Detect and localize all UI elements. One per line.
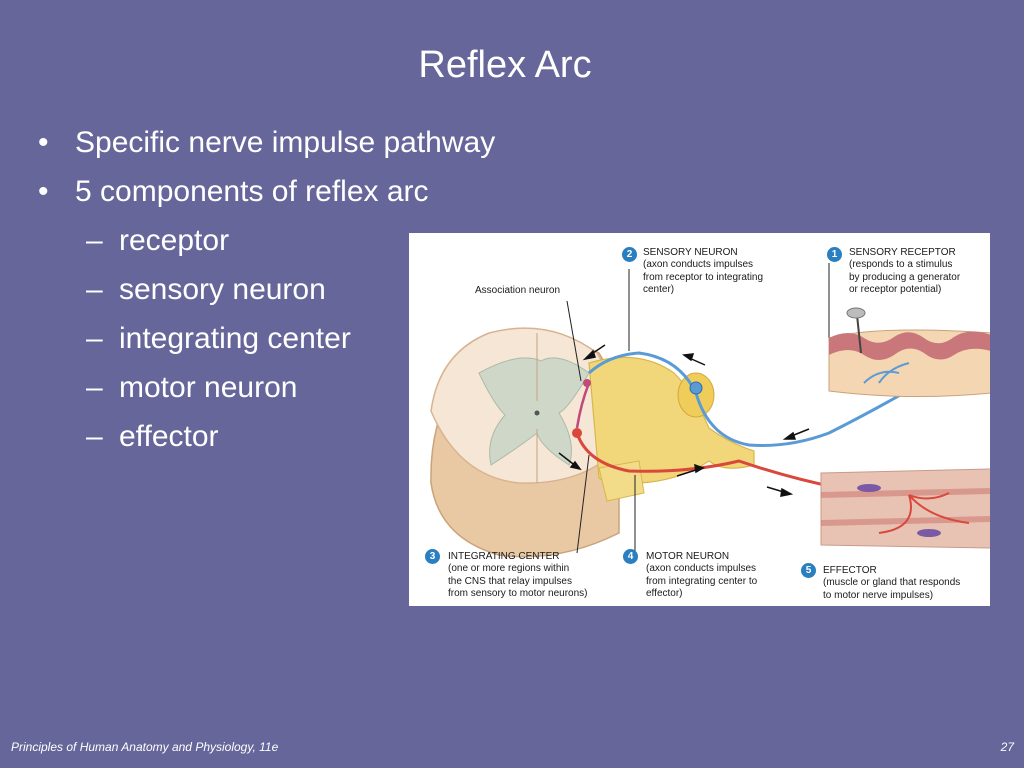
sub-bullet-text: integrating center xyxy=(119,322,351,355)
sensory-cell-body xyxy=(689,381,703,395)
ventral-root xyxy=(598,460,645,502)
bullet-item: •5 components of reflex arc xyxy=(38,175,429,208)
callout-sensory-neuron: SENSORY NEURON (axon conducts impulses f… xyxy=(643,247,764,296)
sub-bullet-item: –receptor xyxy=(86,224,230,257)
callout-number-1: 1 xyxy=(827,247,842,262)
sub-bullet-item: –sensory neuron xyxy=(86,273,326,306)
bullet-item: •Specific nerve impulse pathway xyxy=(38,126,496,159)
bullet-text: Specific nerve impulse pathway xyxy=(75,126,496,159)
sub-bullet-item: –integrating center xyxy=(86,322,351,355)
sub-bullet-text: sensory neuron xyxy=(119,273,326,306)
pin-head xyxy=(846,307,866,319)
receptor-endings xyxy=(863,362,910,384)
sub-bullet-text: effector xyxy=(119,420,219,453)
callout-number-4: 4 xyxy=(623,549,638,564)
callout-number-3: 3 xyxy=(425,549,440,564)
callout-motor-neuron: MOTOR NEURON (axon conducts impulses fro… xyxy=(646,551,758,600)
reflex-arc-illustration xyxy=(430,263,990,558)
epidermis xyxy=(829,331,990,360)
bullet-text: 5 components of reflex arc xyxy=(75,175,429,208)
slide-title: Reflex Arc xyxy=(418,44,592,86)
sub-bullet-item: –effector xyxy=(86,420,219,453)
page-number: 27 xyxy=(1000,740,1014,754)
motor-endings xyxy=(878,492,970,534)
callout-sensory-receptor: SENSORY RECEPTOR (responds to a stimulus… xyxy=(849,247,961,296)
association-neuron-label: Association neuron xyxy=(475,285,561,296)
footer-course: Principles of Human Anatomy and Physiolo… xyxy=(11,740,279,754)
central-canal xyxy=(534,410,540,416)
pin-stimulus xyxy=(856,314,862,354)
sensory-neuron-axon xyxy=(587,351,965,447)
motor-cell-body xyxy=(572,428,582,438)
association-pointer xyxy=(566,300,582,382)
sub-bullet-text: receptor xyxy=(119,224,230,257)
impulse-direction-arrows xyxy=(558,344,810,497)
reflex-arc-figure: Association neuron 2 SENSORY NEURON (axo… xyxy=(409,233,990,606)
muscle-effector xyxy=(820,468,990,549)
integrating-pointer xyxy=(576,454,590,554)
callout-number-2: 2 xyxy=(622,247,637,262)
sub-bullet-text: motor neuron xyxy=(119,371,298,404)
callout-effector: EFFECTOR (muscle or gland that responds … xyxy=(823,565,961,601)
gray-matter xyxy=(478,357,590,466)
callout-integrating-center: INTEGRATING CENTER (one or more regions … xyxy=(448,551,588,600)
callout-number-5: 5 xyxy=(801,563,816,578)
bullet-list: •Specific nerve impulse pathway •5 compo… xyxy=(38,118,495,461)
sub-bullet-item: –motor neuron xyxy=(86,371,298,404)
